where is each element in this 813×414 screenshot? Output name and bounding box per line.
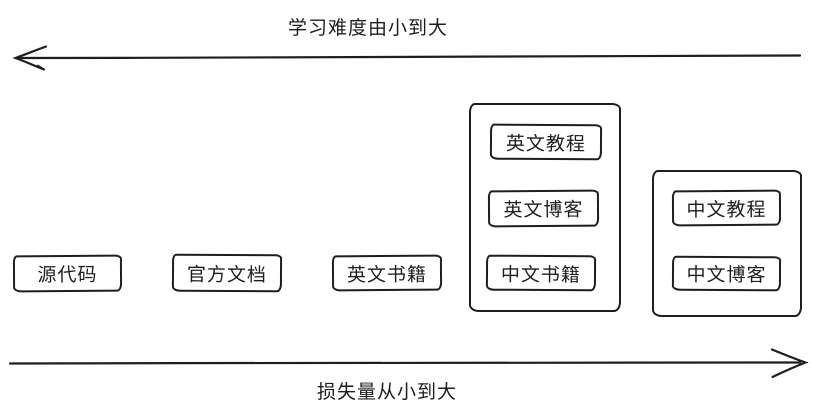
node-english-books: 英文书籍: [331, 254, 443, 292]
top-axis-label: 学习难度由小到大: [287, 18, 449, 39]
group-right: 中文教程 中文博客: [652, 170, 802, 317]
node-chinese-books: 中文书籍: [485, 254, 597, 292]
node-label: 英文博客: [503, 199, 584, 222]
bottom-axis-label: 损失量从小到大: [316, 382, 458, 403]
group-middle: 英文教程 英文博客 中文书籍: [469, 103, 621, 312]
left-arrow-icon: [12, 45, 802, 71]
node-chinese-blogs: 中文博客: [671, 255, 782, 292]
node-official-docs: 官方文档: [171, 253, 283, 293]
node-chinese-tutorials: 中文教程: [671, 189, 782, 227]
node-english-tutorials: 英文教程: [489, 123, 603, 161]
node-label: 英文书籍: [346, 264, 428, 286]
node-source-code: 源代码: [12, 254, 123, 293]
node-label: 英文教程: [505, 133, 587, 155]
node-label: 源代码: [37, 264, 98, 287]
node-label: 中文博客: [686, 264, 767, 287]
node-label: 中文教程: [686, 199, 767, 221]
right-arrow-icon: [8, 348, 809, 379]
node-english-blogs: 英文博客: [487, 189, 600, 228]
node-label: 官方文档: [186, 264, 268, 286]
node-label: 中文书籍: [500, 264, 582, 286]
